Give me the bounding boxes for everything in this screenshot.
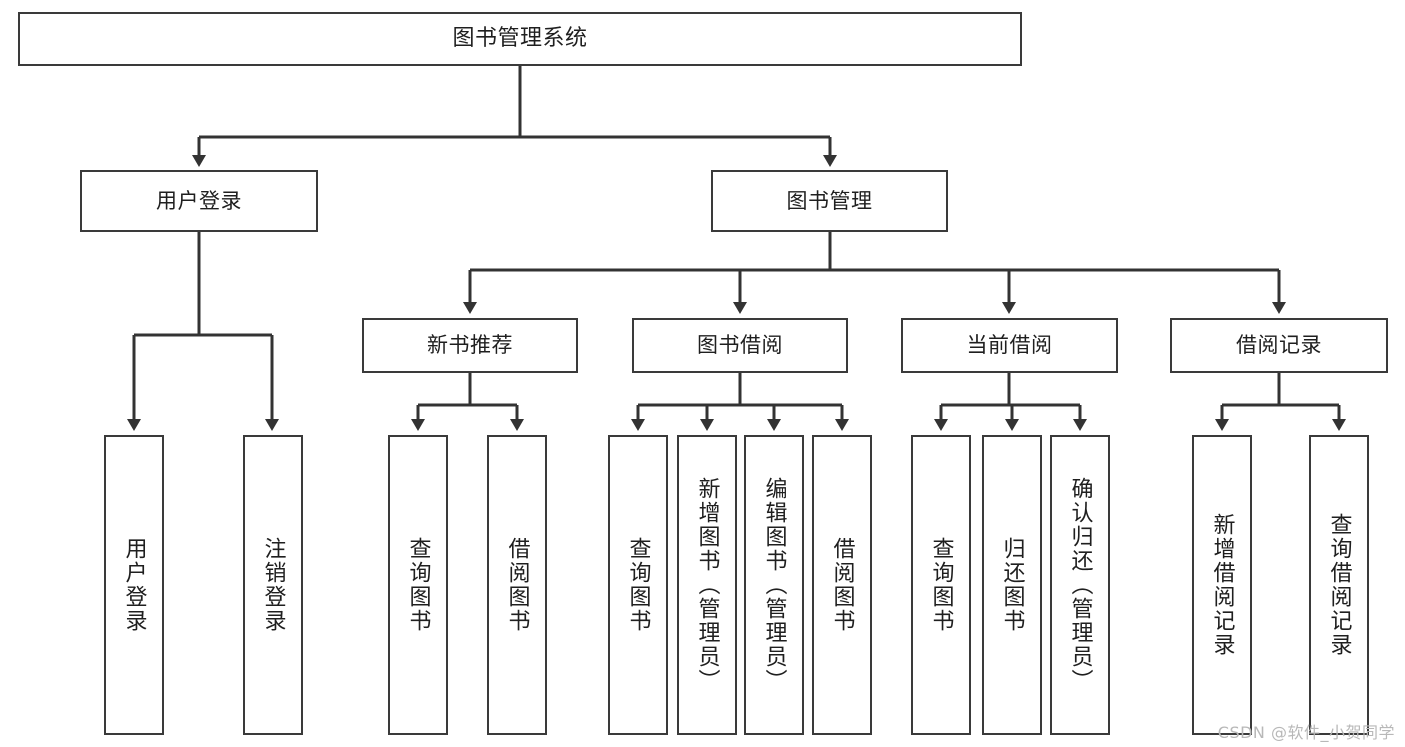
leaf-borrow-book[interactable]: 借阅图书: [812, 435, 872, 735]
watermark: CSDN @软件_小贺同学: [1217, 723, 1395, 742]
node-book-management-label: 图书管理: [786, 188, 873, 213]
leaf-return-book-label: 归还图书: [999, 537, 1025, 633]
node-book-management[interactable]: 图书管理: [711, 170, 948, 232]
leaf-query-borrow-record-label: 查询借阅记录: [1326, 513, 1352, 657]
leaf-borrow-book-recommend[interactable]: 借阅图书: [487, 435, 547, 735]
leaf-query-book-current-label: 查询图书: [928, 537, 954, 633]
node-borrow-record[interactable]: 借阅记录: [1170, 318, 1388, 373]
leaf-user-login[interactable]: 用户登录: [104, 435, 164, 735]
node-user-login-label: 用户登录: [156, 188, 242, 213]
node-borrow-record-label: 借阅记录: [1236, 333, 1322, 358]
leaf-user-logout[interactable]: 注销登录: [243, 435, 303, 735]
leaf-edit-book-admin-label: 编辑图书（管理员）: [761, 477, 787, 693]
node-new-book-recommend-label: 新书推荐: [427, 333, 513, 358]
node-book-borrow[interactable]: 图书借阅: [632, 318, 848, 373]
leaf-add-borrow-record-label: 新增借阅记录: [1209, 513, 1235, 657]
leaf-borrow-book-label: 借阅图书: [829, 537, 855, 633]
leaf-confirm-return-admin[interactable]: 确认归还（管理员）: [1050, 435, 1110, 735]
leaf-add-book-admin-label: 新增图书（管理员）: [694, 477, 720, 693]
leaf-user-logout-label: 注销登录: [260, 537, 286, 633]
leaf-return-book[interactable]: 归还图书: [982, 435, 1042, 735]
leaf-borrow-book-recommend-label: 借阅图书: [504, 537, 530, 633]
leaf-add-borrow-record[interactable]: 新增借阅记录: [1192, 435, 1252, 735]
leaf-query-book-borrow-label: 查询图书: [625, 537, 651, 633]
leaf-query-book-current[interactable]: 查询图书: [911, 435, 971, 735]
node-root-label: 图书管理系统: [452, 26, 588, 52]
leaf-query-book-recommend-label: 查询图书: [405, 537, 431, 633]
leaf-confirm-return-admin-label: 确认归还（管理员）: [1067, 477, 1093, 693]
leaf-add-book-admin[interactable]: 新增图书（管理员）: [677, 435, 737, 735]
node-new-book-recommend[interactable]: 新书推荐: [362, 318, 578, 373]
node-book-borrow-label: 图书借阅: [697, 333, 783, 358]
node-user-login[interactable]: 用户登录: [80, 170, 318, 232]
leaf-query-book-recommend[interactable]: 查询图书: [388, 435, 448, 735]
leaf-user-login-label: 用户登录: [121, 537, 147, 633]
node-current-borrow-label: 当前借阅: [966, 333, 1053, 358]
leaf-query-borrow-record[interactable]: 查询借阅记录: [1309, 435, 1369, 735]
node-root[interactable]: 图书管理系统: [18, 12, 1022, 66]
leaf-query-book-borrow[interactable]: 查询图书: [608, 435, 668, 735]
leaf-edit-book-admin[interactable]: 编辑图书（管理员）: [744, 435, 804, 735]
node-current-borrow[interactable]: 当前借阅: [901, 318, 1118, 373]
